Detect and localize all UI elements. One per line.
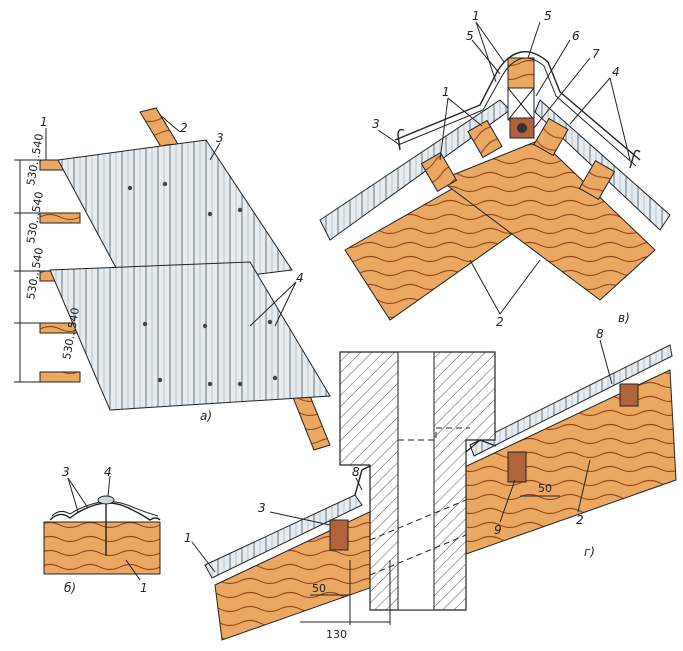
batten — [39, 371, 81, 383]
bolt-icon — [517, 123, 527, 133]
label-2: 2 — [180, 121, 188, 135]
label-5: 5 — [466, 29, 474, 43]
label-7: 7 — [592, 47, 600, 61]
label-1: 1 — [184, 531, 192, 545]
label-3: 3 — [258, 501, 266, 515]
label-4: 4 — [104, 465, 112, 479]
dim-130: 130 — [326, 628, 347, 641]
label-3: 3 — [216, 131, 224, 145]
label-3: 3 — [372, 117, 380, 131]
label-2: 2 — [576, 513, 584, 527]
batten — [467, 119, 503, 159]
dimension-lines — [14, 159, 40, 383]
label-5: 5 — [544, 9, 552, 23]
label-1: 1 — [40, 115, 48, 129]
panel-a: 1 2 3 4 530...540 530...540 530...540 53… — [14, 107, 331, 451]
label-3: 3 — [62, 465, 70, 479]
corrugated-sheet-lower — [49, 261, 331, 411]
batten — [619, 383, 639, 407]
batten — [533, 117, 569, 157]
batten — [329, 519, 349, 551]
label-8: 8 — [596, 327, 604, 341]
label-1: 1 — [442, 85, 450, 99]
panel-b: 3 4 1 б) — [43, 465, 161, 595]
label-4: 4 — [296, 271, 304, 285]
caption-b: б) — [64, 581, 76, 595]
rafter-right — [438, 139, 656, 301]
flashing — [354, 465, 371, 496]
batten-section — [43, 521, 161, 575]
batten — [420, 151, 458, 193]
hook — [629, 149, 641, 169]
chimney-flue — [397, 351, 435, 611]
hook — [397, 128, 405, 151]
panel-g: 8 8 3 1 2 9 50 50 130 г) — [184, 327, 677, 641]
ridge-board — [507, 57, 535, 89]
dim-50: 50 — [312, 582, 326, 595]
label-6: 6 — [572, 29, 580, 43]
batten — [578, 159, 616, 201]
caption-v: в) — [618, 311, 630, 325]
corrugated-sheet-upper — [57, 139, 293, 291]
nail-washer — [97, 495, 115, 505]
roof-sheet-lower — [204, 494, 363, 579]
batten — [507, 451, 527, 483]
label-9: 9 — [494, 523, 502, 537]
label-1: 1 — [140, 581, 148, 595]
nail-heads — [127, 181, 278, 387]
dim-50: 50 — [538, 482, 552, 495]
label-4: 4 — [612, 65, 620, 79]
label-1: 1 — [472, 9, 480, 23]
label-8: 8 — [352, 465, 360, 479]
batten — [39, 212, 81, 224]
ridge-cap — [394, 51, 641, 161]
label-2: 2 — [496, 315, 504, 329]
flashing — [465, 439, 497, 453]
caption-a: а) — [200, 409, 212, 423]
roof-sheet-upper — [469, 344, 673, 457]
caption-g: г) — [584, 545, 595, 559]
panel-v: 1 5 5 6 7 3 1 4 2 в) — [319, 9, 671, 329]
